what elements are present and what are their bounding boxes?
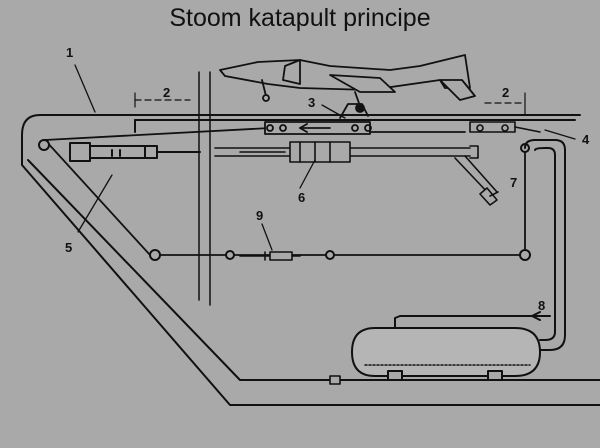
- cable-loop: [44, 127, 526, 256]
- shuttle-assembly: [264, 103, 372, 135]
- callout-label-1: 1: [66, 45, 74, 60]
- callout-label-5: 5: [65, 240, 73, 255]
- callout-label-2-right: 2: [502, 85, 510, 100]
- launch-track: [469, 121, 541, 133]
- diagram-title: Stoom katapult principe: [169, 4, 431, 32]
- guide-rails: [198, 71, 211, 306]
- water-brake: [454, 155, 499, 206]
- hull-outline: [21, 114, 600, 406]
- leader-lines: [74, 64, 576, 251]
- callout-label-9: 9: [256, 208, 264, 223]
- steam-receiver: [351, 311, 551, 381]
- dimension-marker-right: [484, 92, 526, 116]
- valve: [239, 251, 301, 261]
- hull-coupling: [329, 375, 341, 385]
- callout-label-4: 4: [582, 132, 590, 147]
- callout-label-6: 6: [298, 190, 306, 205]
- steam-pipe: [524, 139, 566, 351]
- callout-label-3: 3: [308, 95, 316, 110]
- dimension-marker-left: [134, 92, 191, 108]
- callout-label-2-left: 2: [163, 85, 171, 100]
- callout-label-7: 7: [510, 175, 518, 190]
- aircraft: [219, 54, 476, 113]
- retraction-cylinder: [69, 142, 201, 162]
- callout-label-8: 8: [538, 298, 546, 313]
- cylinders: [214, 141, 479, 163]
- flight-deck: [39, 114, 581, 133]
